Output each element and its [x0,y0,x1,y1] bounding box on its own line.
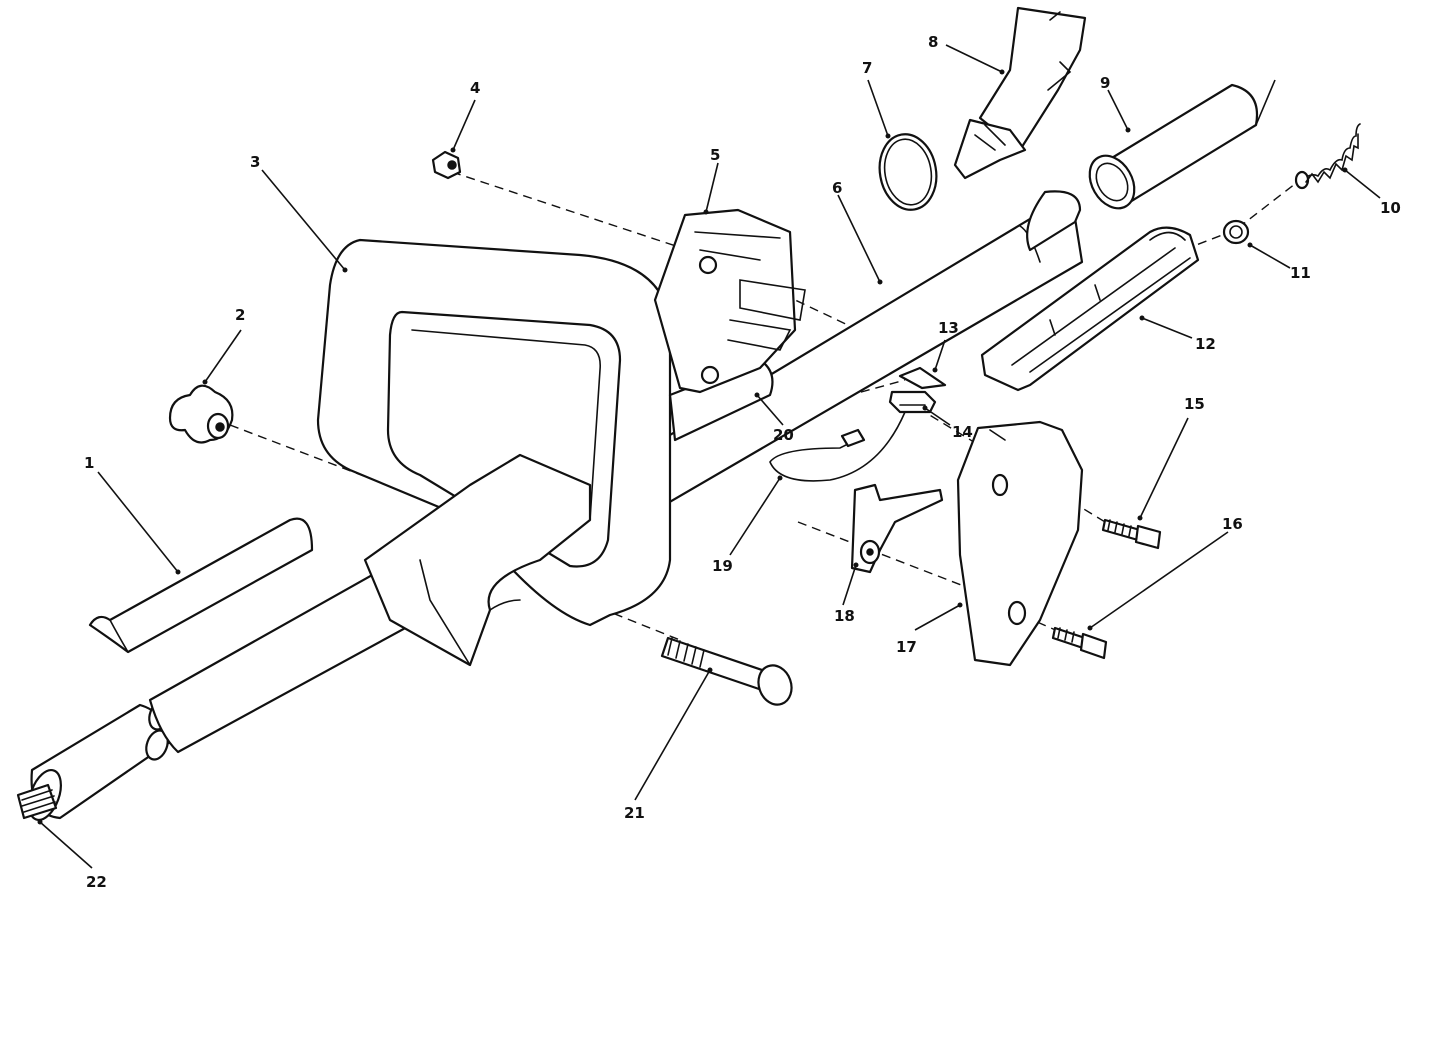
callout-12: 12 [1195,335,1216,353]
callout-10: 10 [1380,199,1401,217]
part-16-screw [1051,626,1108,660]
callout-18: 18 [834,607,855,625]
part-14-switch-body [888,390,937,414]
part-5-throttle-housing [653,208,806,394]
part-18-trigger [850,483,944,574]
part-11-bushing [1222,219,1250,245]
callout-9: 9 [1100,74,1110,92]
callout-3: 3 [250,153,260,171]
callout-13: 13 [938,319,959,337]
callout-4: 4 [470,79,480,97]
part-2-knob [168,384,234,444]
part-22-lower-shaft [16,699,172,821]
part-15-screw [1101,518,1162,550]
callout-8: 8 [928,33,938,51]
part-7-o-ring [878,133,938,211]
part-8-shoulder-strap [953,6,1087,180]
callout-21: 21 [624,804,645,822]
part-1-shaft-sleeve [88,517,314,654]
part-10-spring [1294,123,1361,190]
part-19-wire-lead [769,411,906,482]
part-9-grip-tube [1088,79,1276,210]
callout-1: 1 [84,454,94,472]
callout-labels: 1 2 3 4 5 6 7 8 9 10 11 12 13 14 15 16 1… [84,33,1401,891]
callout-16: 16 [1222,515,1243,533]
callout-11: 11 [1290,264,1311,282]
part-21-carriage-bolt [660,636,793,706]
callout-22: 22 [86,873,107,891]
part-17-side-cover [956,420,1084,667]
callout-14: 14 [952,423,973,441]
part-4-nut [431,150,462,180]
part-13-switch-cap [898,366,947,390]
callout-15: 15 [1184,395,1205,413]
callout-2: 2 [235,306,245,324]
callout-17: 17 [896,638,917,656]
part-3-handle [316,238,672,667]
callout-leaders [37,44,1381,869]
callout-20: 20 [773,426,794,444]
callout-6: 6 [832,179,842,197]
callout-5: 5 [710,146,720,164]
callout-19: 19 [712,557,733,575]
callout-7: 7 [862,59,872,77]
part-12-rail-channel [980,226,1200,392]
